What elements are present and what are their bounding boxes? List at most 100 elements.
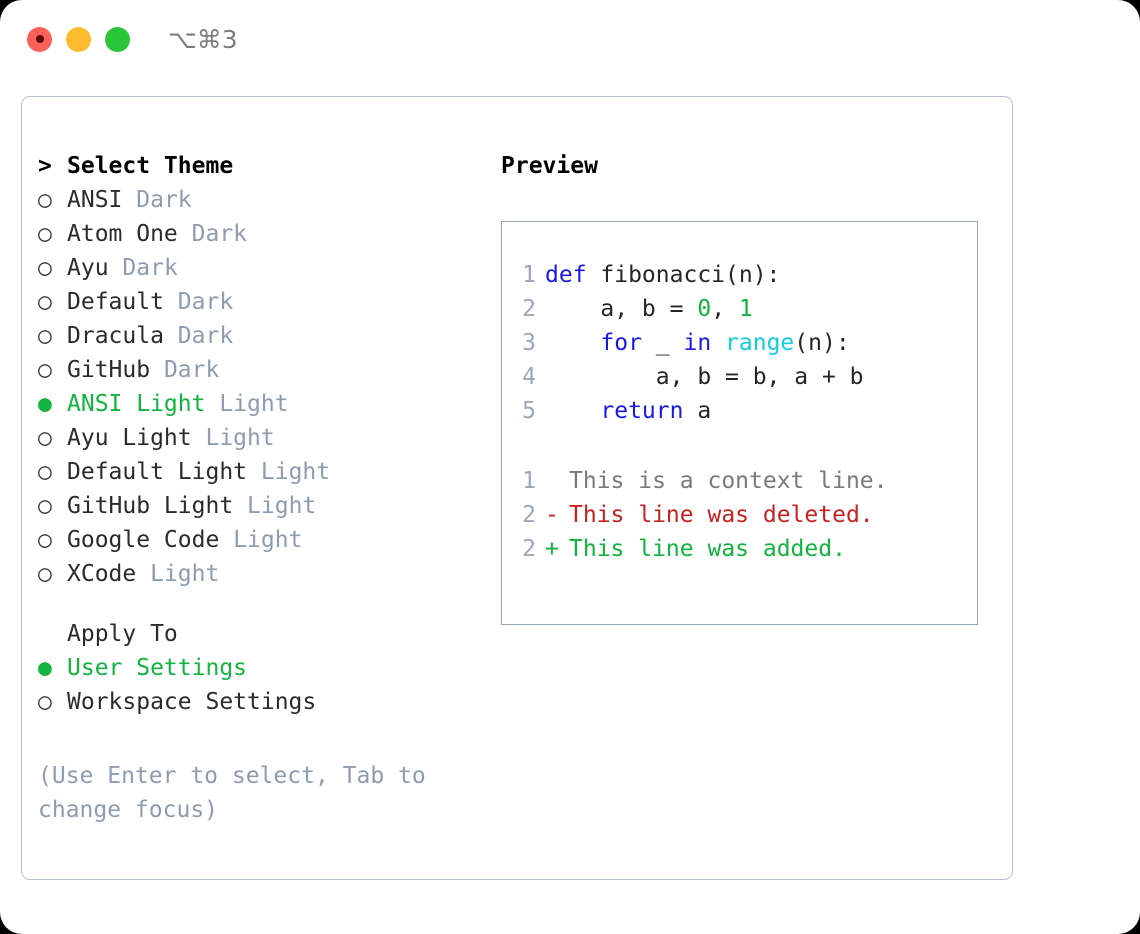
theme-option-ansi-light[interactable]: ● ANSI Light Light [38, 387, 488, 421]
theme-option-label: Ayu [67, 255, 109, 281]
theme-option-label: GitHub [67, 357, 151, 383]
theme-selection-panel: >Select Theme ○ANSI Dark ○Atom One Dark … [38, 149, 488, 719]
apply-to-prefix [38, 617, 67, 651]
theme-option-atom-one-dark[interactable]: ○ Atom One Dark [38, 217, 488, 251]
theme-option-variant-label: Dark [177, 323, 234, 349]
diff-sign: - [545, 502, 559, 528]
radio-unselected-icon[interactable]: ○ [38, 561, 52, 587]
code-token: 0 [697, 296, 712, 322]
radio-unselected-icon[interactable]: ○ [38, 323, 52, 349]
theme-option-label: Default Light [67, 459, 248, 485]
radio-unselected-icon[interactable]: ○ [38, 459, 52, 485]
radio-selected-icon[interactable]: ● [38, 391, 52, 417]
radio-unselected-icon[interactable]: ○ [38, 255, 52, 281]
apply-to-option-label: Workspace Settings [67, 689, 317, 715]
theme-option-google-code[interactable]: ○ Google Code Light [38, 523, 488, 557]
radio-selected-icon[interactable]: ● [38, 655, 52, 681]
theme-option-label: Atom One [67, 221, 178, 247]
theme-option-ansi-dark[interactable]: ○ ANSI Dark [38, 183, 488, 217]
line-number: 2 [522, 296, 536, 322]
code-token: range [725, 330, 795, 356]
apply-to-user-settings[interactable]: ●User Settings [38, 651, 488, 685]
minimize-button[interactable] [66, 26, 91, 52]
diff-sign [545, 464, 569, 498]
code-token: a [683, 398, 712, 424]
theme-option-variant-label: Light [150, 561, 220, 587]
theme-option-dracula-dark[interactable]: ○ Dracula Dark [38, 319, 488, 353]
theme-option-variant [122, 183, 136, 217]
diff-text: This line was deleted. [569, 502, 874, 528]
theme-option-label: Dracula [67, 323, 164, 349]
code-token: , [711, 296, 739, 322]
close-button[interactable] [27, 26, 52, 52]
code-token: fibonacci(n): [586, 262, 781, 288]
code-token: return [600, 398, 684, 424]
theme-option-github-light[interactable]: ○GitHub Light Light [38, 489, 488, 523]
theme-option-default-dark[interactable]: ○ Default Dark [38, 285, 488, 319]
theme-option-default-light[interactable]: ○ Default Light Light [38, 455, 488, 489]
theme-option-variant-label: Light [233, 527, 303, 553]
theme-option-variant-label: Light [219, 391, 289, 417]
radio-unselected-icon[interactable]: ○ [38, 187, 52, 213]
theme-option-variant-label: Dark [163, 357, 220, 383]
theme-option-label: Google Code [67, 527, 220, 553]
diff-sign: + [545, 536, 559, 562]
apply-to-header: Apply To [38, 617, 488, 651]
apply-to-workspace-settings[interactable]: ○ Workspace Settings [38, 685, 488, 719]
code-token: def [545, 262, 587, 288]
diff-sample: 1 This is a context line. 2-This line wa… [502, 464, 977, 566]
code-token: a, b = b, a + b [545, 364, 864, 390]
theme-option-variant-label: Dark [191, 221, 248, 247]
line-number: 4 [522, 364, 536, 390]
theme-option-variant-label: Dark [136, 187, 192, 213]
code-line: 5 return a [502, 394, 977, 428]
theme-option-variant-label: Light [247, 493, 317, 519]
diff-line-added: 2 + This line was added. [502, 532, 977, 566]
keyboard-shortcut-label: ⌥⌘3 [168, 24, 238, 54]
code-token: for [600, 330, 642, 356]
theme-option-variant-label: Dark [122, 255, 178, 281]
radio-unselected-icon[interactable]: ○ [38, 527, 52, 553]
line-number: 2 [522, 502, 536, 528]
preview-title: Preview [501, 153, 598, 179]
radio-unselected-icon[interactable]: ○ [38, 689, 52, 715]
line-number: 1 [522, 468, 536, 494]
code-token [545, 394, 600, 428]
radio-unselected-icon[interactable]: ○ [38, 357, 52, 383]
code-token: 1 [738, 296, 753, 322]
theme-option-ayu-light[interactable]: ○ Ayu Light Light [38, 421, 488, 455]
theme-option-label: Default [67, 289, 164, 315]
line-number: 2 [522, 536, 536, 562]
radio-unselected-icon[interactable]: ○ [38, 425, 52, 451]
select-theme-header-label: Select Theme [67, 153, 234, 179]
radio-unselected-icon[interactable]: ○ [38, 493, 52, 519]
theme-option-variant-label: Light [205, 425, 275, 451]
line-number: 5 [522, 398, 536, 424]
code-token: a, b = [545, 296, 698, 322]
code-token: in [683, 330, 712, 356]
code-token [711, 326, 725, 360]
diff-text: This line was added. [569, 536, 846, 562]
theme-option-xcode[interactable]: ○XCode Light [38, 557, 488, 591]
title-bar: ⌥⌘3 [0, 0, 1140, 78]
theme-option-label: ANSI Light [67, 391, 206, 417]
theme-option-ayu-dark[interactable]: ○ Ayu Dark [38, 251, 488, 285]
diff-text: This is a context line. [569, 468, 888, 494]
traffic-lights [27, 26, 130, 52]
main-frame: >Select Theme ○ANSI Dark ○Atom One Dark … [21, 96, 1013, 880]
theme-option-variant-label: Light [260, 459, 331, 485]
theme-option-label: Ayu Light [67, 425, 192, 451]
radio-unselected-icon[interactable]: ○ [38, 289, 52, 315]
code-token [545, 326, 600, 360]
theme-option-label: ANSI [67, 187, 123, 213]
keyboard-hint-text: (Use Enter to select, Tab to change focu… [38, 763, 426, 823]
radio-unselected-icon[interactable]: ○ [38, 221, 52, 247]
theme-option-variant-label: Dark [177, 289, 234, 315]
diff-line-deleted: 2-This line was deleted. [502, 498, 977, 532]
maximize-button[interactable] [105, 26, 130, 52]
theme-option-github-dark[interactable]: ○ GitHub Dark [38, 353, 488, 387]
